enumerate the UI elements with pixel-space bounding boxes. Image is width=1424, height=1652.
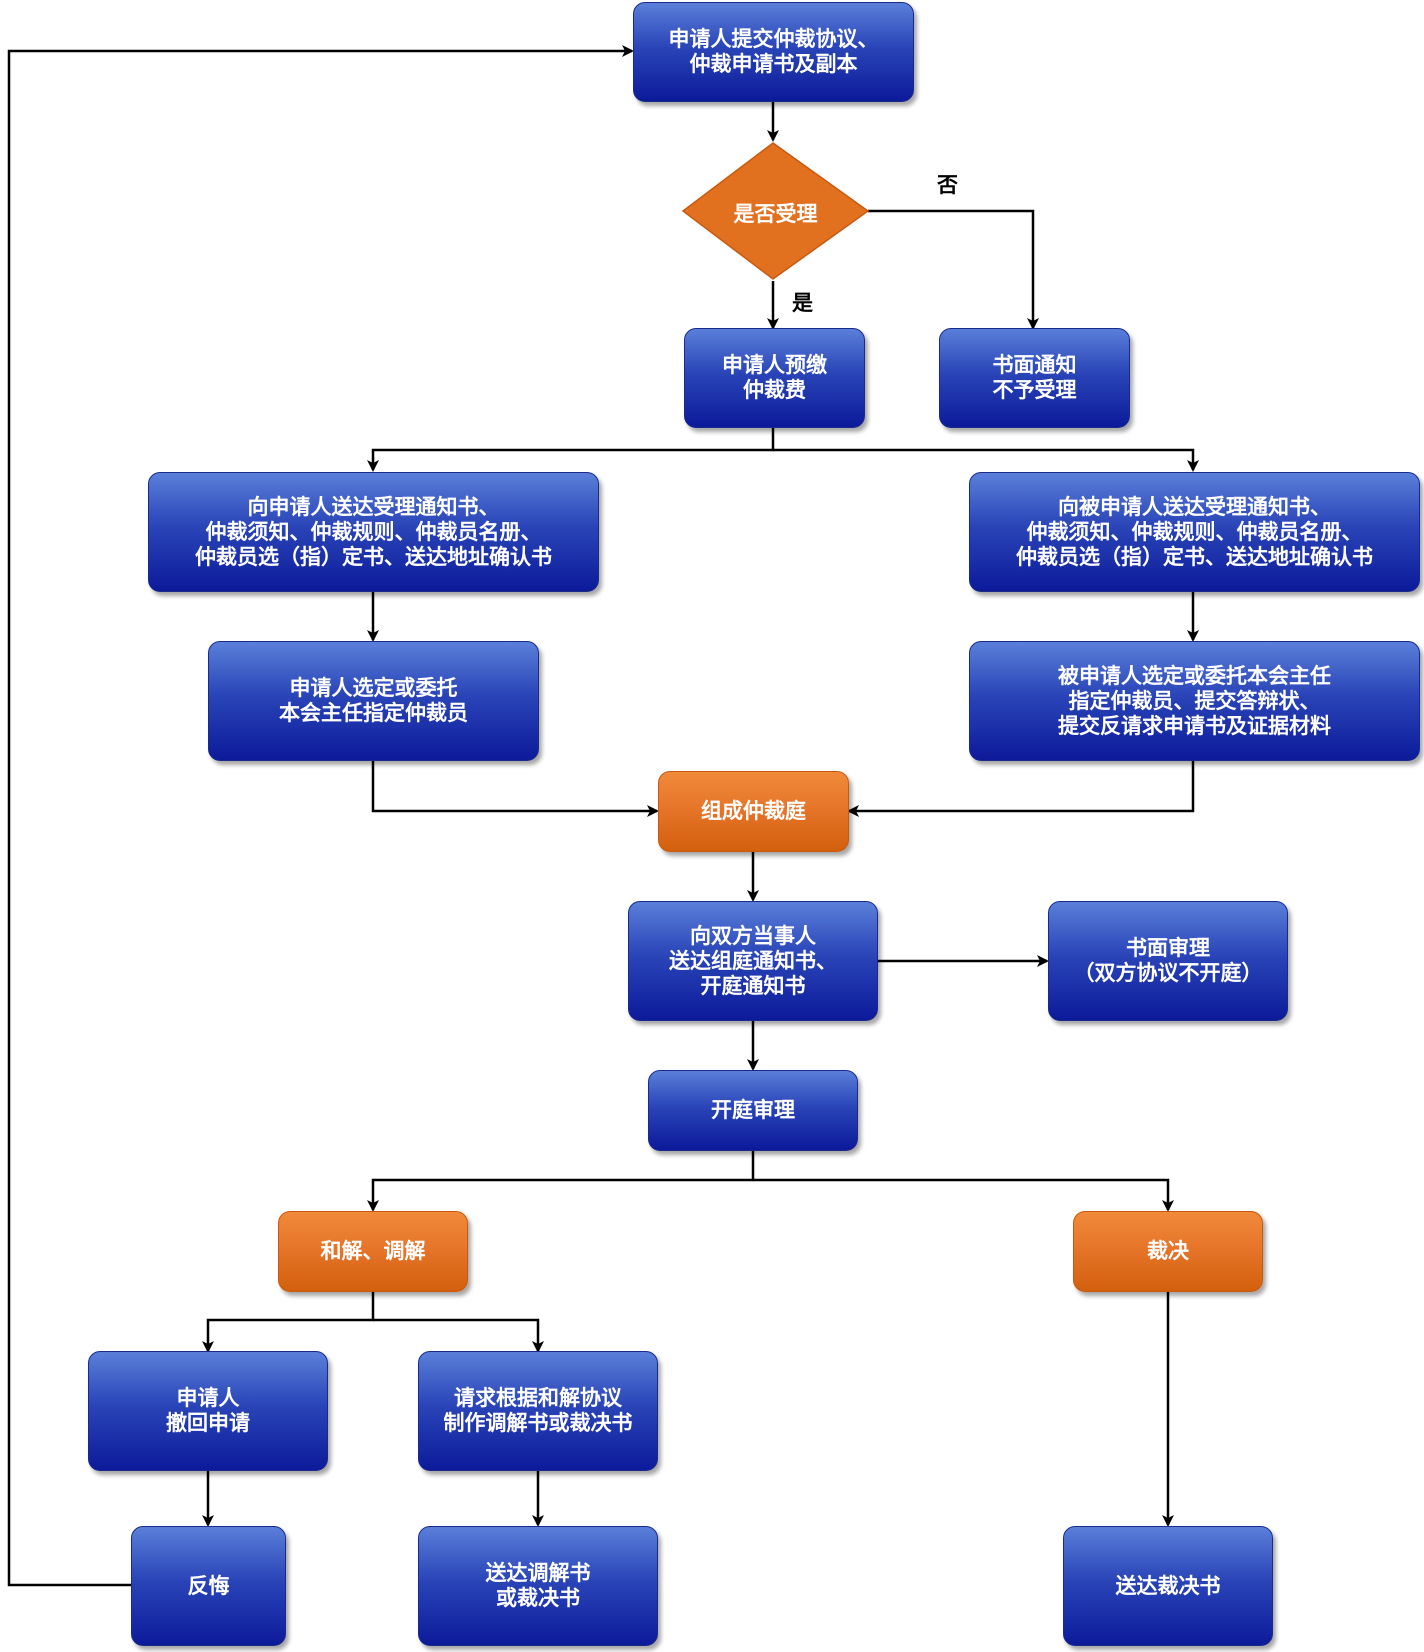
edge-settlement-split-right bbox=[373, 1318, 544, 1353]
node-notify-respondent: 向被申请人送达受理通知书、 仲裁须知、仲裁规则、仲裁员名册、 仲裁员选（指）定书… bbox=[969, 472, 1420, 592]
label-yes: 是 bbox=[792, 292, 813, 315]
node-reject: 书面通知 不予受理 bbox=[939, 328, 1130, 428]
node-deliver-award: 送达裁决书 bbox=[1063, 1526, 1273, 1646]
node-submit: 申请人提交仲裁协议、 仲裁申请书及副本 bbox=[633, 2, 914, 102]
node-respondent-select: 被申请人选定或委托本会主任 指定仲裁员、提交答辩状、 提交反请求申请书及证据材料 bbox=[969, 641, 1420, 761]
node-form-tribunal: 组成仲裁庭 bbox=[658, 771, 849, 852]
decision-diamond bbox=[681, 142, 870, 280]
node-settlement: 和解、调解 bbox=[278, 1211, 468, 1292]
node-decision: 是否受理 bbox=[733, 203, 818, 226]
node-regret: 反悔 bbox=[131, 1526, 286, 1646]
node-request-doc: 请求根据和解协议 制作调解书或裁决书 bbox=[418, 1351, 658, 1471]
edge-hearing-split-right bbox=[753, 1178, 1174, 1212]
edge-hearing-split bbox=[367, 1151, 755, 1212]
edge-applicant-select-to-tribunal bbox=[371, 760, 659, 817]
edge-settlement-split bbox=[202, 1292, 375, 1353]
node-award: 裁决 bbox=[1073, 1211, 1263, 1292]
node-applicant-select: 申请人选定或委托 本会主任指定仲裁员 bbox=[208, 641, 539, 761]
label-no: 否 bbox=[937, 174, 958, 197]
edge-respondent-select-to-tribunal bbox=[847, 760, 1195, 817]
edge-decision-no bbox=[868, 209, 1039, 330]
node-deliver-mediation: 送达调解书 或裁决书 bbox=[418, 1526, 658, 1646]
edge-prepay-split-right bbox=[773, 448, 1199, 472]
node-prepay: 申请人预缴 仲裁费 bbox=[684, 328, 865, 428]
node-withdraw: 申请人 撤回申请 bbox=[88, 1351, 328, 1471]
edge-regret-loop bbox=[7, 45, 634, 1587]
node-written-review: 书面审理 （双方协议不开庭） bbox=[1048, 901, 1288, 1021]
node-send-notice: 向双方当事人 送达组庭通知书、 开庭通知书 bbox=[628, 901, 878, 1021]
node-hearing: 开庭审理 bbox=[648, 1070, 858, 1151]
edge-prepay-split bbox=[367, 428, 775, 472]
node-notify-applicant: 向申请人送达受理通知书、 仲裁须知、仲裁规则、仲裁员名册、 仲裁员选（指）定书、… bbox=[148, 472, 599, 592]
